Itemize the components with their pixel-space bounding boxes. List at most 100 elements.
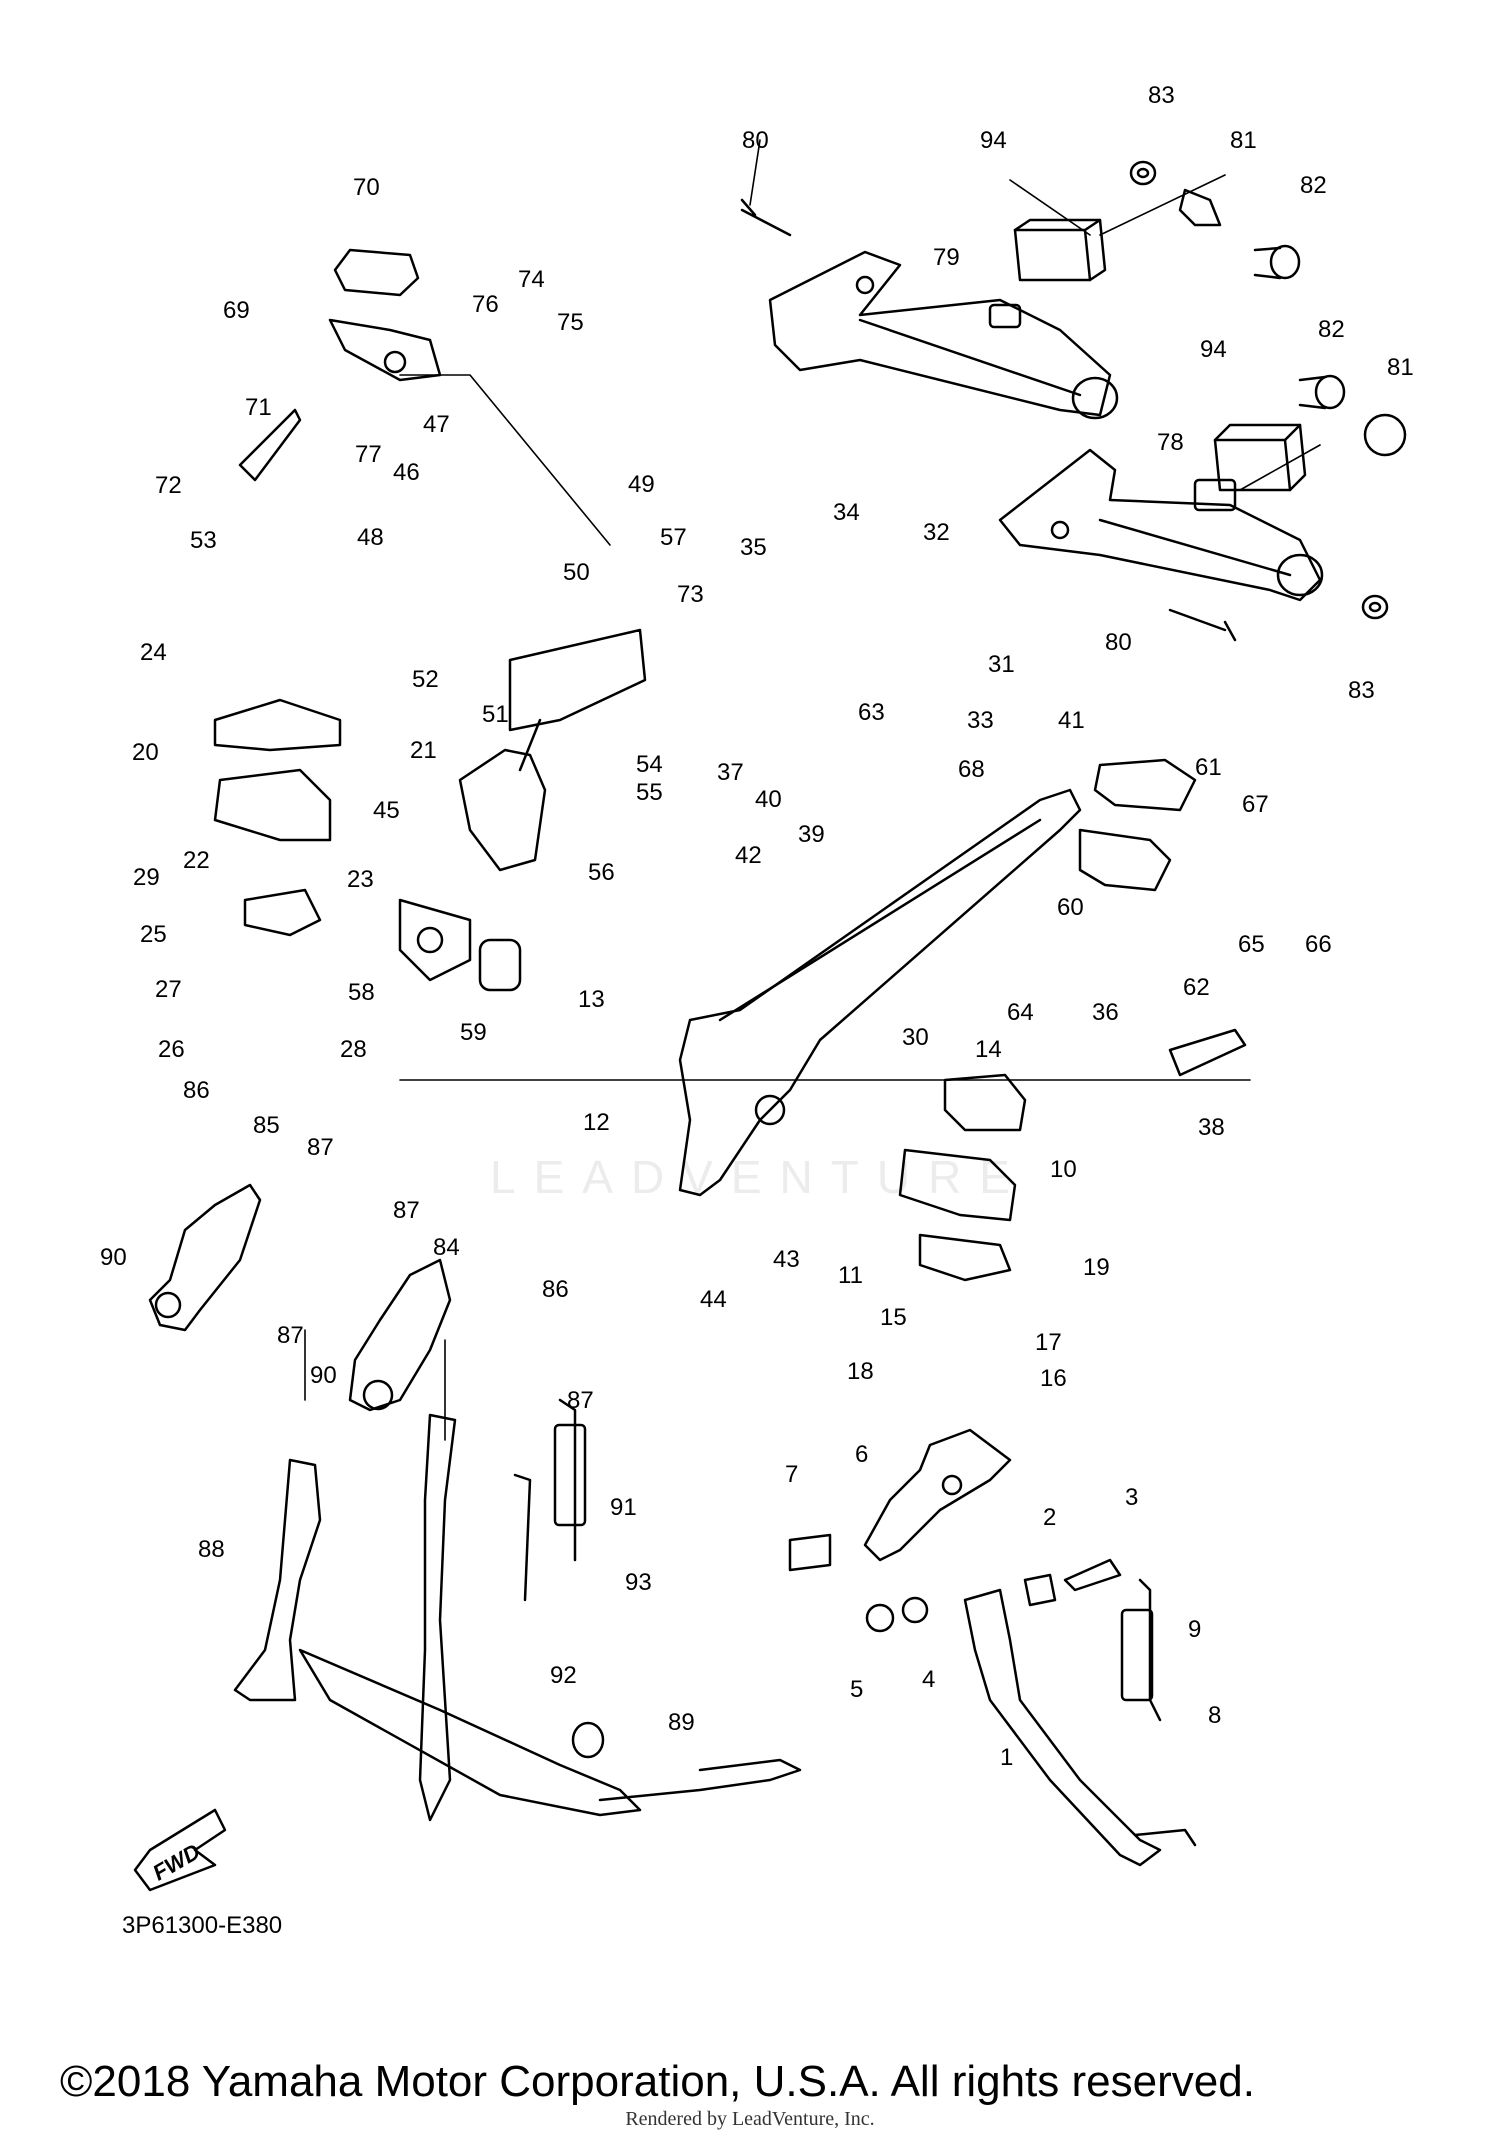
- side-stand-1: [963, 1588, 1197, 1867]
- part-label: 39: [798, 821, 825, 848]
- part-label: 15: [880, 1304, 907, 1331]
- part-label: 84: [433, 1234, 460, 1261]
- part-label: 86: [183, 1077, 210, 1104]
- part-label: 78: [1157, 429, 1184, 456]
- part-label: 89: [668, 1709, 695, 1736]
- footrest-60-61: [1078, 758, 1197, 892]
- diagram-reference-code: 3P61300-E380: [122, 1912, 283, 1939]
- rendered-by-notice: Rendered by LeadVenture, Inc.: [625, 2108, 875, 2130]
- part-label: 12: [583, 1109, 610, 1136]
- part-label: 2: [1043, 1504, 1056, 1531]
- part-label: 71: [245, 394, 272, 421]
- rear-footrest-bracket-78: [998, 448, 1324, 602]
- part-label: 87: [277, 1322, 304, 1349]
- plate-84: [348, 1258, 452, 1412]
- part-label: 27: [155, 976, 182, 1003]
- part-label: 43: [773, 1246, 800, 1273]
- part-label: 20: [132, 739, 159, 766]
- part-label: 93: [625, 1569, 652, 1596]
- part-label: 81: [1387, 354, 1414, 381]
- part-label: 45: [373, 797, 400, 824]
- part-label: 87: [567, 1387, 594, 1414]
- shift-pedal-30: [678, 788, 1082, 1197]
- part-callouts: 1 2 3 4 5 6 7 8 9 10 11 12 13 14 15 16 1…: [100, 82, 1414, 1771]
- part-label: 63: [858, 699, 885, 726]
- part-label: 90: [100, 1244, 127, 1271]
- part-label: 41: [1058, 707, 1085, 734]
- part-label: 47: [423, 411, 450, 438]
- part-label: 18: [847, 1358, 874, 1385]
- part-label: 76: [472, 291, 499, 318]
- part-label: 70: [353, 174, 380, 201]
- part-label: 87: [393, 1197, 420, 1224]
- part-label: 21: [410, 737, 437, 764]
- part-label: 11: [838, 1262, 863, 1289]
- part-label: 86: [542, 1276, 569, 1303]
- part-label: 5: [850, 1676, 863, 1703]
- heel-guard-53: [238, 408, 302, 482]
- part-label: 50: [563, 559, 590, 586]
- footrest-69-70: [328, 248, 442, 382]
- part-label: 48: [357, 524, 384, 551]
- part-label: 14: [975, 1036, 1002, 1063]
- rubber-block-94: [1013, 218, 1107, 282]
- part-label: 6: [855, 1441, 868, 1468]
- part-label: 23: [347, 866, 374, 893]
- footrest-20-24: [213, 698, 342, 937]
- spring-set: [513, 1398, 587, 1602]
- part-label: 82: [1318, 316, 1345, 343]
- spring-9: [1138, 1578, 1162, 1722]
- part-label: 81: [1230, 127, 1257, 154]
- part-label: 73: [677, 581, 704, 608]
- part-label: 1: [1000, 1744, 1013, 1771]
- part-label: 4: [922, 1666, 935, 1693]
- part-label: 53: [190, 527, 217, 554]
- part-label: 3: [1125, 1484, 1138, 1511]
- part-label: 42: [735, 842, 762, 869]
- part-label: 80: [742, 127, 769, 154]
- bolt-80-lower: [1168, 608, 1237, 642]
- part-label: 62: [1183, 974, 1210, 1001]
- side-stand-bracket-6: [788, 1428, 1012, 1572]
- part-label: 25: [140, 921, 167, 948]
- collars: [865, 1558, 1122, 1633]
- part-label: 56: [588, 859, 615, 886]
- part-label: 64: [1007, 999, 1034, 1026]
- part-label: 9: [1188, 1616, 1201, 1643]
- fwd-arrow-icon: [133, 1808, 227, 1892]
- part-label: 88: [198, 1536, 225, 1563]
- part-label: 19: [1083, 1254, 1110, 1281]
- bushing-set-upper: [1129, 160, 1301, 280]
- part-label: 68: [958, 756, 985, 783]
- part-label: 51: [482, 701, 509, 728]
- rubber-block-94b: [1213, 423, 1307, 492]
- part-label: 67: [1242, 791, 1269, 818]
- part-label: 52: [412, 666, 439, 693]
- copyright-notice: ©2018 Yamaha Motor Corporation, U.S.A. A…: [60, 2057, 1255, 2106]
- part-label: 69: [223, 297, 250, 324]
- part-label: 55: [636, 779, 663, 806]
- part-label: 91: [610, 1494, 637, 1521]
- part-label: 75: [557, 309, 584, 336]
- part-label: 85: [253, 1112, 280, 1139]
- part-label: 59: [460, 1019, 487, 1046]
- part-label: 30: [902, 1024, 929, 1051]
- part-label: 32: [923, 519, 950, 546]
- part-label: 83: [1348, 677, 1375, 704]
- bolt-80-upper: [740, 198, 792, 237]
- part-label: 92: [550, 1662, 577, 1689]
- part-label: 24: [140, 639, 167, 666]
- part-label: 37: [717, 759, 744, 786]
- part-label: 94: [1200, 336, 1227, 363]
- part-label: 13: [578, 986, 605, 1013]
- plate-85: [148, 1183, 262, 1332]
- part-label: 94: [980, 127, 1007, 154]
- brake-pedal-45-rod: [398, 898, 472, 982]
- pedal-38: [1168, 1028, 1247, 1077]
- part-label: 35: [740, 534, 767, 561]
- part-label: 90: [310, 1362, 337, 1389]
- damper-89: [571, 1721, 605, 1759]
- part-label: 31: [988, 651, 1015, 678]
- footrest-10-14: [898, 1073, 1027, 1282]
- part-label: 80: [1105, 629, 1132, 656]
